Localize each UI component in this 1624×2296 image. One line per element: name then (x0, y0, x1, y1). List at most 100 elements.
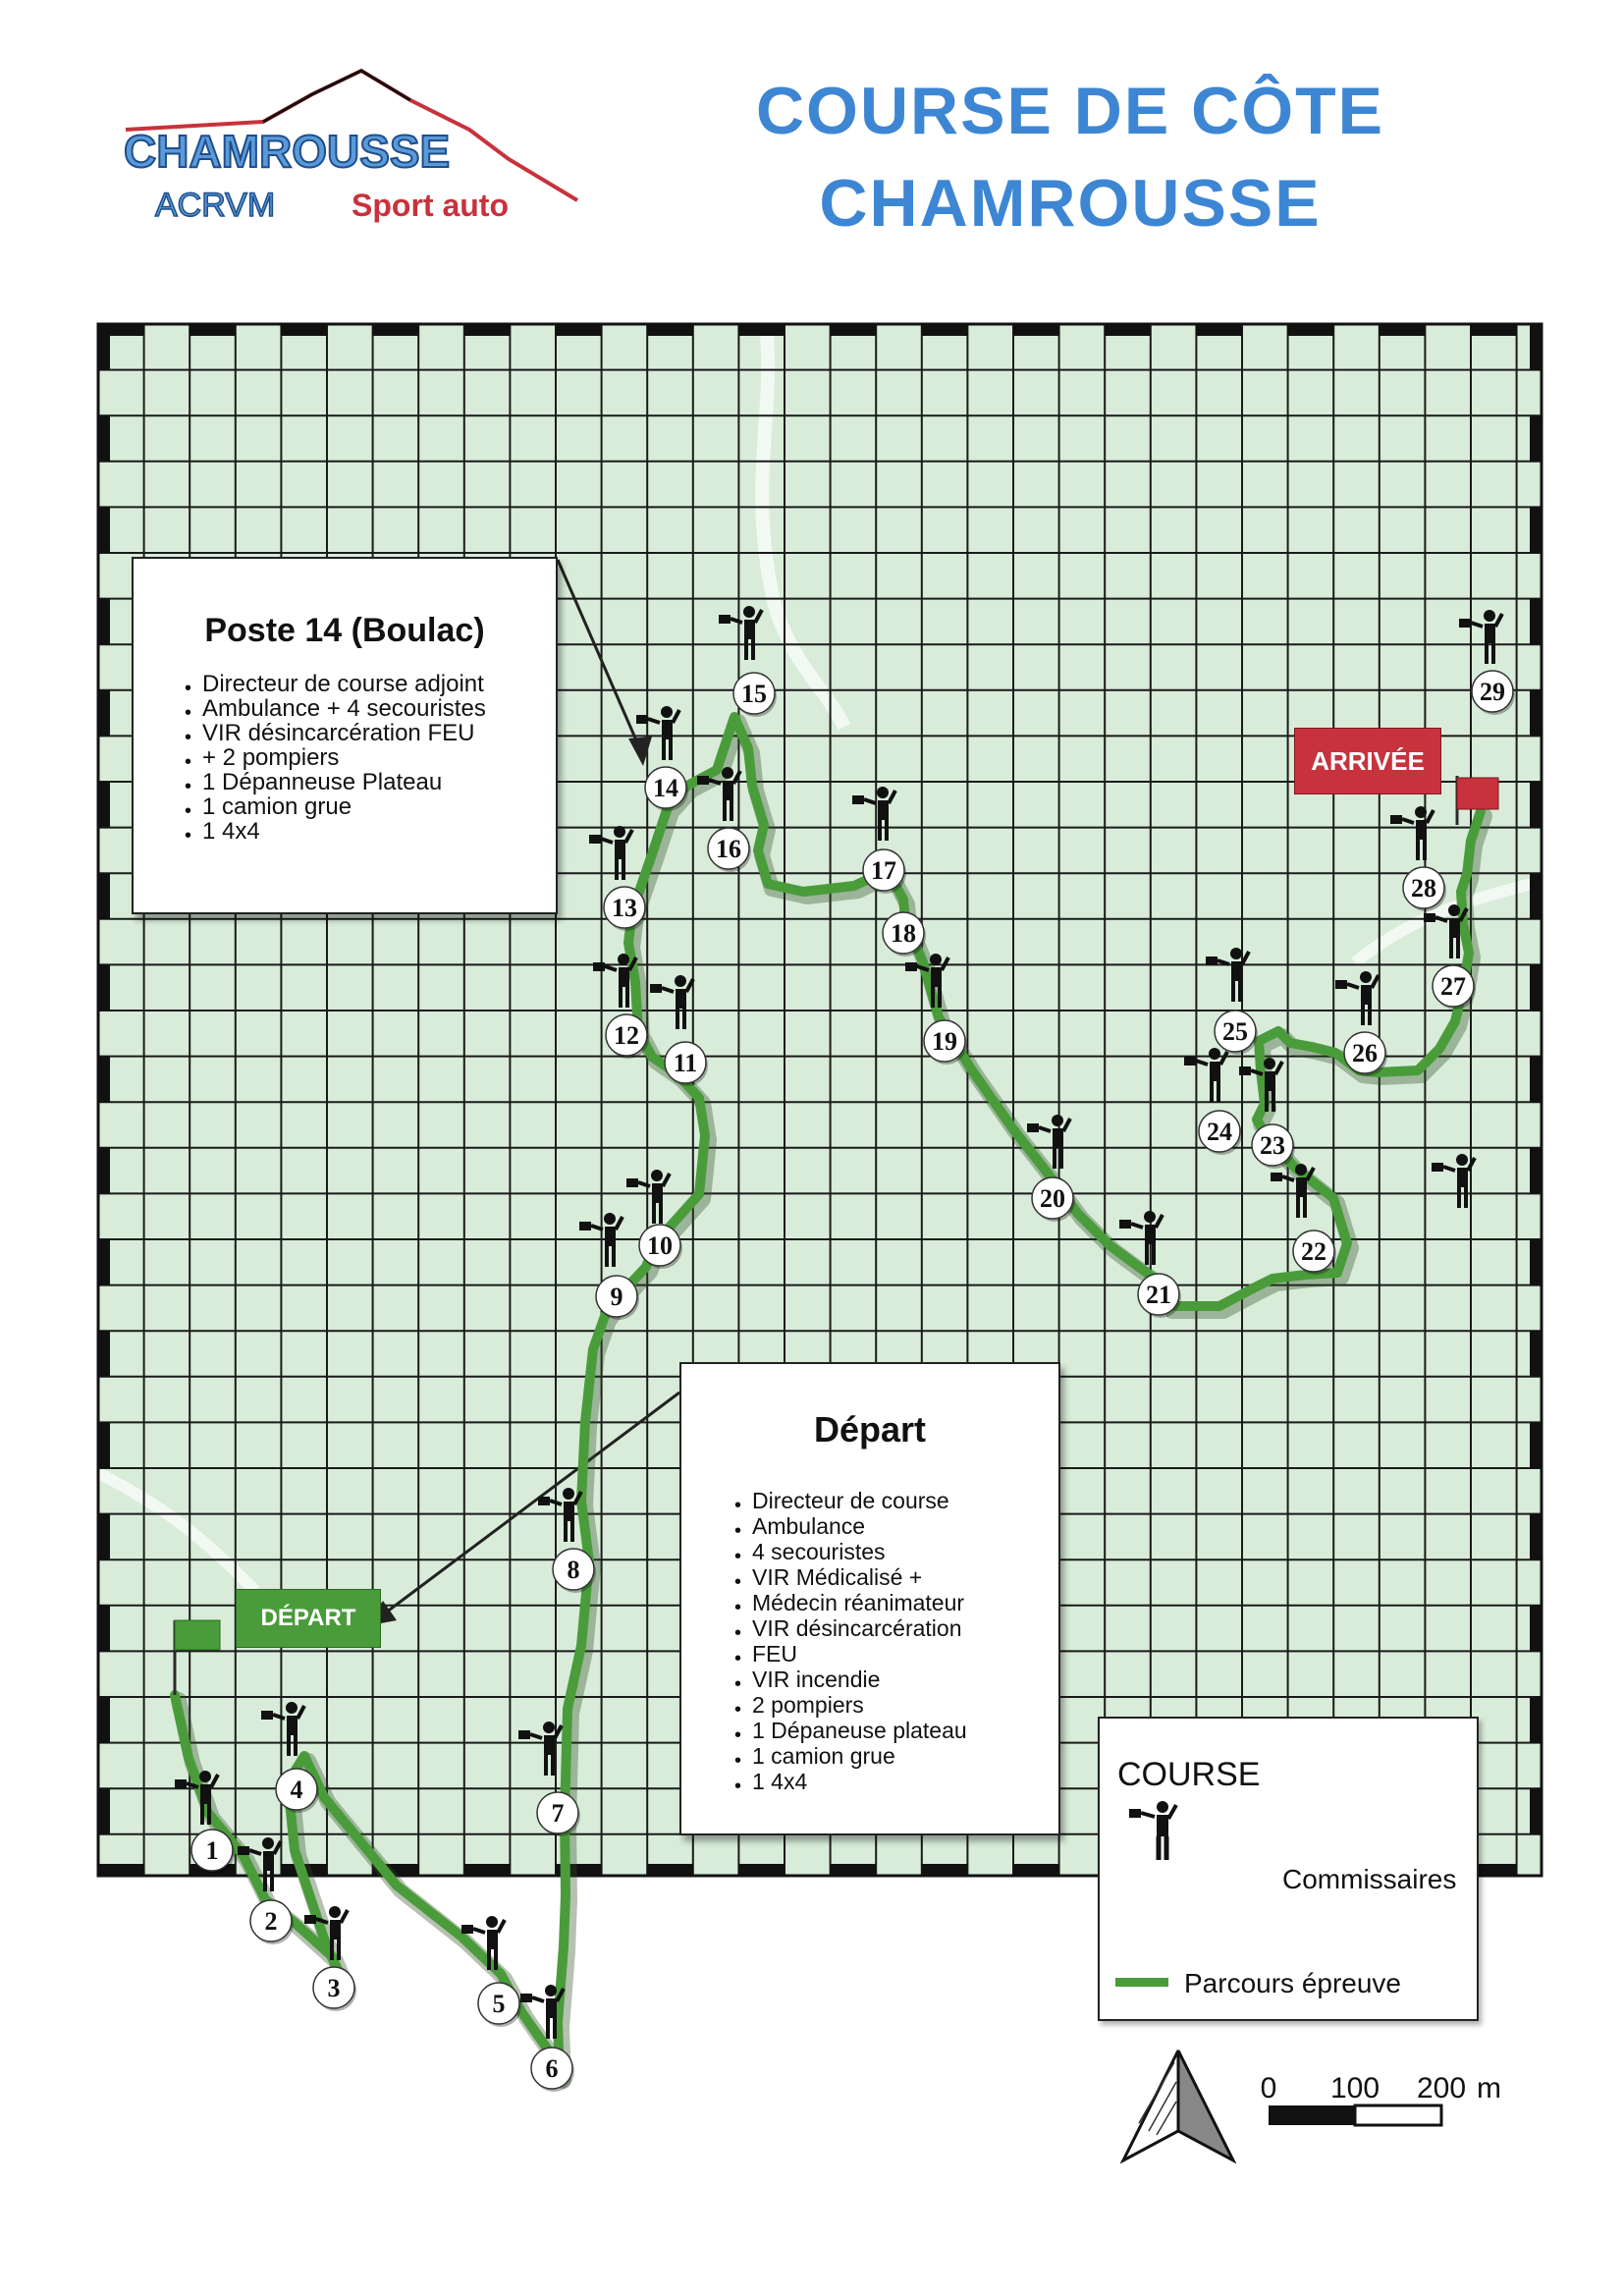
marshal-post-marker: 23 (1251, 1123, 1295, 1169)
post-number: 29 (1480, 678, 1505, 706)
background-road (95, 1467, 260, 1596)
post-number: 11 (674, 1049, 698, 1077)
post-number: 1 (206, 1836, 219, 1865)
marshal-post-marker: 10 (638, 1224, 682, 1269)
chamrousse-logo: CHAMROUSSE ACRVM Sport auto (123, 68, 579, 225)
marshal-post-marker: 5 (477, 1982, 521, 2027)
start-flag-icon (173, 1619, 221, 1695)
marshal-icon (697, 767, 742, 821)
marshal-icon (1271, 1164, 1316, 1218)
logo-sub-right-text: Sport auto (352, 188, 509, 223)
poste-callout-title: Poste 14 (Boulac) (204, 612, 485, 649)
post-number: 13 (612, 894, 637, 922)
post-number: 9 (611, 1283, 623, 1311)
marshal-icon (1027, 1115, 1072, 1169)
marshal-icon (579, 1213, 624, 1267)
marshal-icon (589, 826, 634, 880)
post-number: 28 (1411, 874, 1436, 902)
list-item: 1 Dépaneuse plateau (732, 1718, 1058, 1748)
marshal-post-marker: 11 (664, 1041, 708, 1086)
marshal-post-marker: 14 (644, 766, 688, 811)
marshal-post-marker: 25 (1214, 1010, 1258, 1055)
post-number: 22 (1301, 1237, 1326, 1266)
list-item: Directeur de course (732, 1488, 1058, 1518)
post-number: 24 (1207, 1118, 1232, 1146)
list-item: + 2 pompiers (183, 745, 556, 775)
list-item: VIR Médicalisé + (732, 1564, 1058, 1595)
list-item: 2 pompiers (732, 1692, 1058, 1722)
marshal-post-marker: 26 (1343, 1031, 1387, 1076)
legend-route-swatch (1115, 1978, 1168, 1987)
depart-callout-title: Départ (813, 1409, 927, 1449)
logo-sub-left-text: ACRVM (155, 187, 275, 224)
marshal-post-marker: 27 (1432, 964, 1476, 1010)
post-number: 23 (1260, 1131, 1285, 1160)
marshal-icon (719, 606, 764, 660)
marshal-post-marker: 21 (1137, 1273, 1181, 1318)
marshal-icon (518, 1722, 564, 1776)
marshal-post-marker: 2 (249, 1899, 294, 1944)
list-item: 1 camion grue (183, 794, 556, 824)
marshal-icon (1184, 1048, 1229, 1102)
page-title-line1: COURSE DE CÔTE (755, 74, 1385, 148)
depart-banner: DÉPART (236, 1589, 381, 1648)
marshal-post-marker: 28 (1402, 866, 1446, 911)
post-number: 19 (932, 1027, 957, 1056)
map-legend: COURSE Commissaires Parcours épreuve (1098, 1717, 1479, 2021)
list-item: 4 secouristes (732, 1539, 1058, 1569)
marshal-post-marker: 20 (1031, 1176, 1075, 1222)
list-item: VIR incendie (732, 1667, 1058, 1697)
marshal-post-marker: 8 (552, 1548, 596, 1593)
marshal-post-marker: 19 (923, 1019, 967, 1065)
scale-label-200: 200 (1417, 2072, 1466, 2105)
poste-callout-list: Directeur de course adjoint Ambulance + … (183, 672, 556, 848)
list-item: VIR désincarcération (732, 1615, 1058, 1646)
marshal-icon (1432, 1154, 1477, 1208)
arrivee-banner: ARRIVÉE (1294, 728, 1441, 794)
post-number: 26 (1352, 1039, 1378, 1067)
arrowhead-icon (628, 737, 652, 766)
post-number: 7 (552, 1799, 565, 1828)
marshal-icon (852, 787, 897, 841)
post-number: 10 (647, 1231, 673, 1260)
post-number: 25 (1222, 1017, 1248, 1046)
post-number: 4 (291, 1776, 303, 1804)
list-item: 1 Dépanneuse Plateau (183, 770, 556, 799)
marshal-post-marker: 12 (605, 1013, 649, 1059)
marshal-icon (1335, 971, 1380, 1025)
post-number: 6 (546, 2054, 559, 2083)
marshal-post-marker: 18 (882, 911, 926, 957)
list-item: Ambulance + 4 secouristes (183, 696, 556, 726)
marshal-icon (1459, 610, 1504, 664)
list-item: FEU (732, 1641, 1058, 1671)
scale-bar: 0 100 200 m (1261, 2072, 1501, 2127)
post-number: 3 (328, 1974, 341, 2002)
legend-marshal-label: Commissaires (1282, 1864, 1457, 1894)
list-item: Directeur de course adjoint (183, 672, 556, 701)
post-number: 18 (891, 919, 916, 948)
marshal-icon (538, 1488, 583, 1542)
scale-label-0: 0 (1261, 2072, 1277, 2105)
list-item: VIR désincarcération FEU (183, 721, 556, 750)
post-number: 12 (614, 1021, 639, 1050)
marshal-icon (1206, 948, 1251, 1002)
marshal-icon (1424, 904, 1469, 958)
marshal-post-marker: 22 (1292, 1230, 1336, 1275)
marshal-post-marker: 4 (275, 1768, 319, 1813)
marshal-icon (304, 1906, 350, 1960)
north-arrow-icon (1119, 2050, 1237, 2164)
post-number: 21 (1146, 1281, 1171, 1309)
marshal-icon (461, 1916, 507, 1970)
marshal-icon (175, 1771, 220, 1825)
marshals-layer (175, 606, 1504, 2039)
list-item: Médecin réanimateur (732, 1590, 1058, 1620)
marshal-icon (1239, 1058, 1284, 1112)
post-number: 15 (741, 680, 767, 708)
marshal-icon (261, 1702, 306, 1756)
marshal-post-marker: 13 (603, 886, 647, 931)
marshal-post-marker: 29 (1471, 670, 1515, 715)
map-frame (96, 322, 1543, 1878)
marshal-icon (636, 706, 681, 760)
list-item: 1 camion grue (732, 1743, 1058, 1774)
scale-label-100: 100 (1330, 2072, 1380, 2105)
